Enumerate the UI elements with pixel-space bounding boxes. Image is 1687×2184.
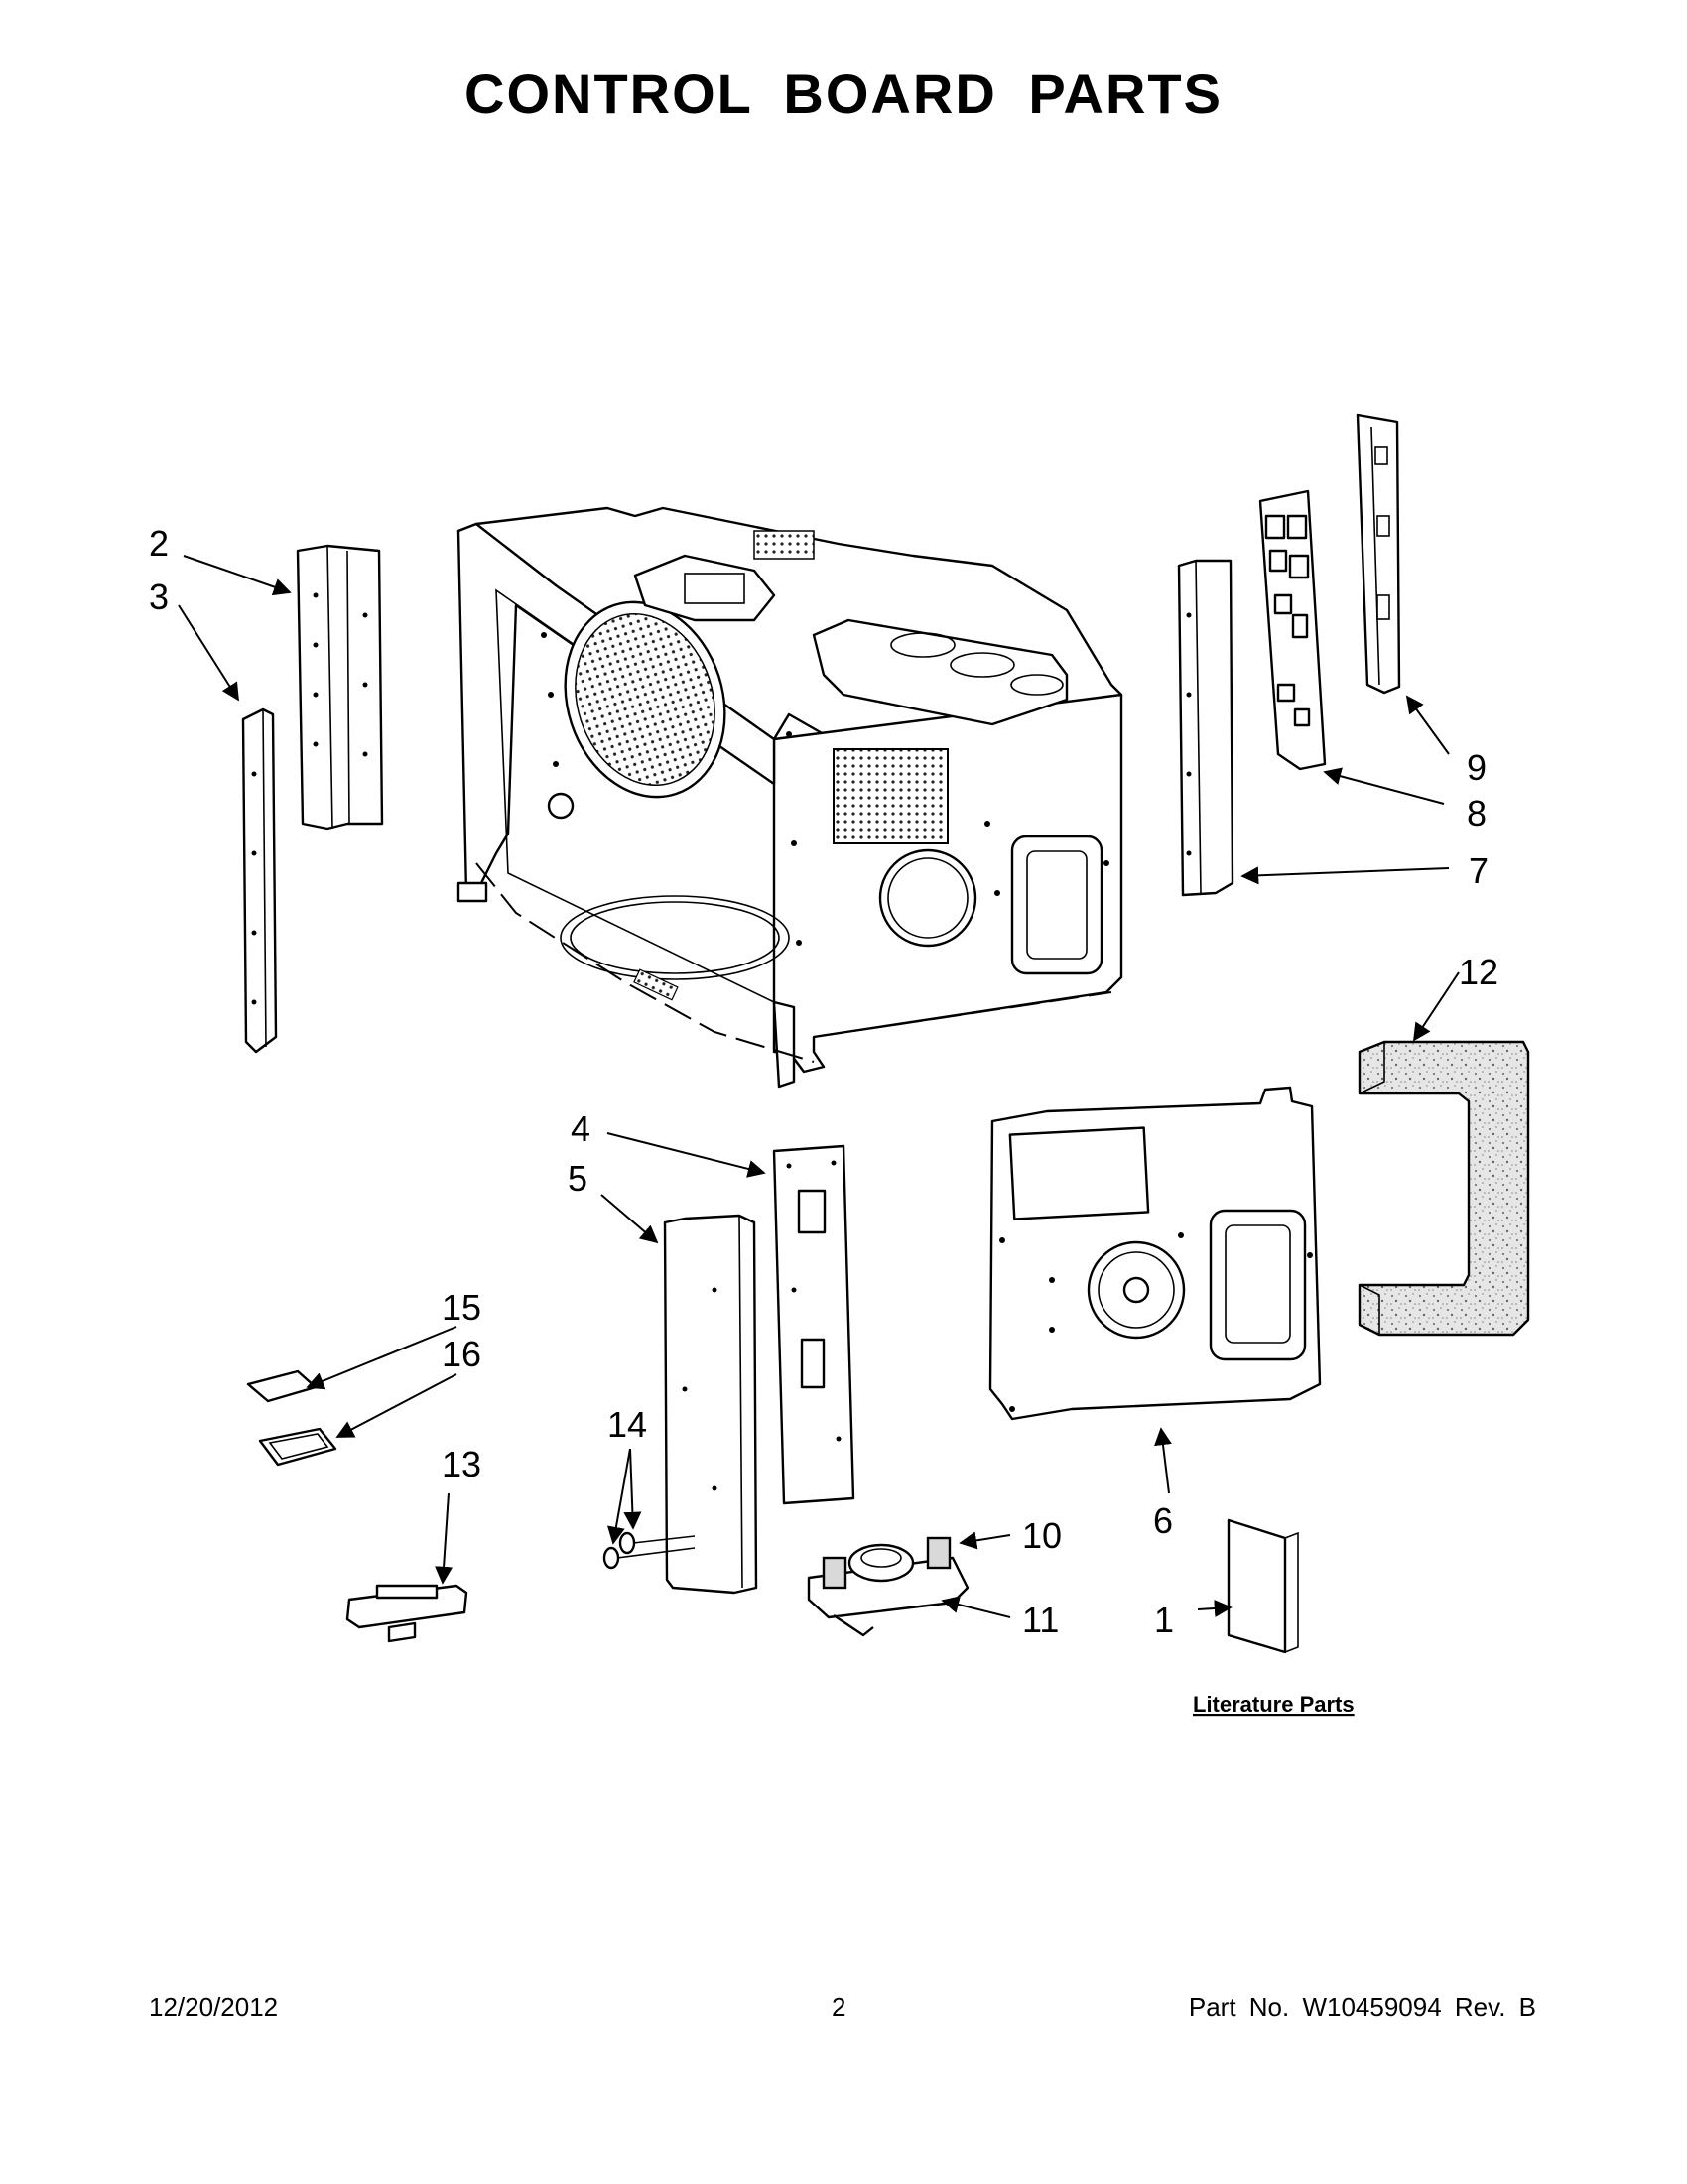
literature-parts-label: Literature Parts	[1193, 1692, 1355, 1717]
part-5-panel-frame	[663, 1214, 758, 1595]
callout-6: 6	[1153, 1500, 1173, 1541]
callout-10: 10	[1022, 1515, 1062, 1556]
footer-page-number: 2	[832, 1992, 846, 2022]
footer-date: 12/20/2012	[149, 1992, 279, 2022]
part-2-bracket	[296, 544, 384, 831]
part-12-gasket	[1358, 1040, 1530, 1337]
callout-numbers: 2 3 4 5 15 16 14 13 10 11 6 1 12 7 8 9 L…	[149, 523, 1498, 1717]
part-7-bracket	[1177, 559, 1234, 897]
callout-14: 14	[607, 1404, 647, 1445]
callout-13: 13	[442, 1444, 481, 1484]
part-10-11-buzzer	[807, 1536, 970, 1637]
part-14-screws	[602, 1531, 696, 1570]
cavity-assembly	[456, 506, 1123, 1089]
callout-4: 4	[571, 1108, 590, 1149]
callout-5: 5	[568, 1158, 587, 1199]
callout-9: 9	[1467, 747, 1487, 788]
part-15-16-window	[246, 1369, 337, 1467]
footer-part-number: Part No. W10459094 Rev. B	[1188, 1992, 1536, 2022]
callout-3: 3	[149, 577, 169, 617]
callout-1: 1	[1154, 1600, 1174, 1640]
callout-8: 8	[1467, 793, 1487, 834]
part-6-back-panel	[988, 1086, 1322, 1421]
callout-2: 2	[149, 523, 169, 564]
part-8-control-board	[1258, 489, 1327, 771]
part-1-literature	[1227, 1518, 1299, 1654]
callout-15: 15	[442, 1287, 481, 1328]
callout-11: 11	[1022, 1600, 1059, 1640]
part-13-plate	[345, 1584, 468, 1643]
leader-lines	[178, 555, 1460, 1618]
part-3-bracket	[241, 707, 278, 1054]
callout-12: 12	[1459, 952, 1498, 992]
part-4-panel-plate	[772, 1144, 855, 1505]
callout-7: 7	[1469, 850, 1489, 891]
callout-16: 16	[442, 1334, 481, 1374]
part-9-panel-bracket	[1356, 413, 1401, 695]
page-title: CONTROL BOARD PARTS	[464, 63, 1223, 125]
